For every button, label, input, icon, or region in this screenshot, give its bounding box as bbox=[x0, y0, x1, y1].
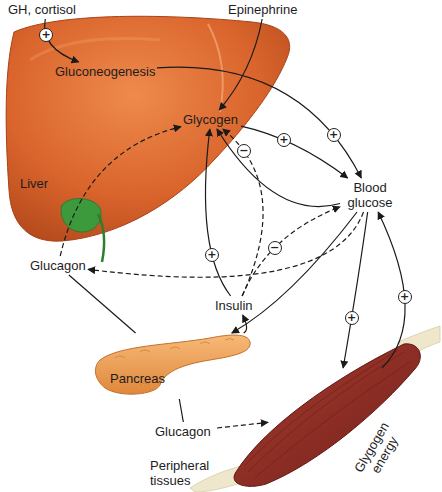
dashed-arrow bbox=[60, 127, 181, 256]
store-label: Glycogen bbox=[183, 112, 239, 127]
muscle-tissue: Glygogen energy bbox=[270, 370, 400, 460]
solid-arrow bbox=[343, 212, 368, 368]
hormone-label: Glucagon bbox=[30, 258, 86, 273]
node-text: Glycogen bbox=[183, 112, 239, 127]
solid-arrow bbox=[217, 129, 340, 207]
effect-sign: + bbox=[398, 290, 412, 304]
liver-organ: Liver GluconeogenesisGlycogen bbox=[5, 10, 295, 242]
illustration-part bbox=[98, 214, 104, 262]
illustration-part bbox=[208, 24, 223, 112]
effect-sign: + bbox=[277, 133, 291, 147]
blood-glucose-label: Blood glucose bbox=[342, 180, 398, 210]
dashed-arrow bbox=[217, 422, 268, 428]
effect-sign: + bbox=[345, 311, 359, 325]
hormone-label: GH, cortisol bbox=[8, 2, 86, 17]
node-text: Liver bbox=[20, 176, 48, 191]
illustration-part bbox=[6, 16, 290, 241]
node-text: Glucagon bbox=[155, 424, 215, 439]
solid-arrow bbox=[241, 126, 348, 178]
tissue-label: Peripheral tissues bbox=[150, 458, 216, 488]
pancreas-shape bbox=[95, 335, 252, 397]
effect-sign: − bbox=[237, 144, 251, 158]
effect-sign: + bbox=[327, 128, 341, 142]
effect-sign: + bbox=[39, 28, 53, 42]
hormone-label: Glucagon bbox=[155, 424, 215, 439]
node-text: Blood glucose bbox=[342, 180, 398, 210]
effect-sign: − bbox=[268, 241, 282, 255]
node-text: Glygogen energy bbox=[350, 417, 407, 486]
illustration-part bbox=[6, 16, 290, 262]
dashed-arrow bbox=[88, 212, 364, 277]
solid-arrow bbox=[157, 67, 361, 178]
pancreas-organ: Pancreas bbox=[95, 335, 252, 397]
node-text: GH, cortisol bbox=[8, 2, 86, 17]
solid-arrow bbox=[179, 399, 183, 422]
solid-arrow bbox=[205, 129, 230, 296]
solid-arrow bbox=[69, 275, 136, 333]
node-text: Glucagon bbox=[30, 258, 86, 273]
illustration-part bbox=[234, 344, 420, 487]
liver-shape bbox=[5, 10, 295, 242]
illustration-part bbox=[61, 199, 101, 232]
node-text: Epinephrine bbox=[228, 2, 300, 17]
hormone-label: Insulin bbox=[215, 298, 261, 313]
solid-arrow bbox=[219, 19, 262, 110]
hormone-label: Epinephrine bbox=[228, 2, 300, 17]
solid-arrow bbox=[243, 315, 247, 333]
effect-sign: + bbox=[205, 248, 219, 262]
node-text: Insulin bbox=[215, 298, 261, 313]
illustration-part bbox=[95, 335, 250, 394]
illustration-part bbox=[190, 326, 440, 492]
solid-arrow bbox=[232, 212, 357, 333]
process-label: Gluconeogenesis bbox=[55, 64, 155, 79]
dashed-arrow bbox=[223, 129, 263, 296]
node-text: Gluconeogenesis bbox=[55, 64, 155, 79]
illustration-part bbox=[95, 335, 250, 394]
node-text: Pancreas bbox=[110, 371, 165, 386]
